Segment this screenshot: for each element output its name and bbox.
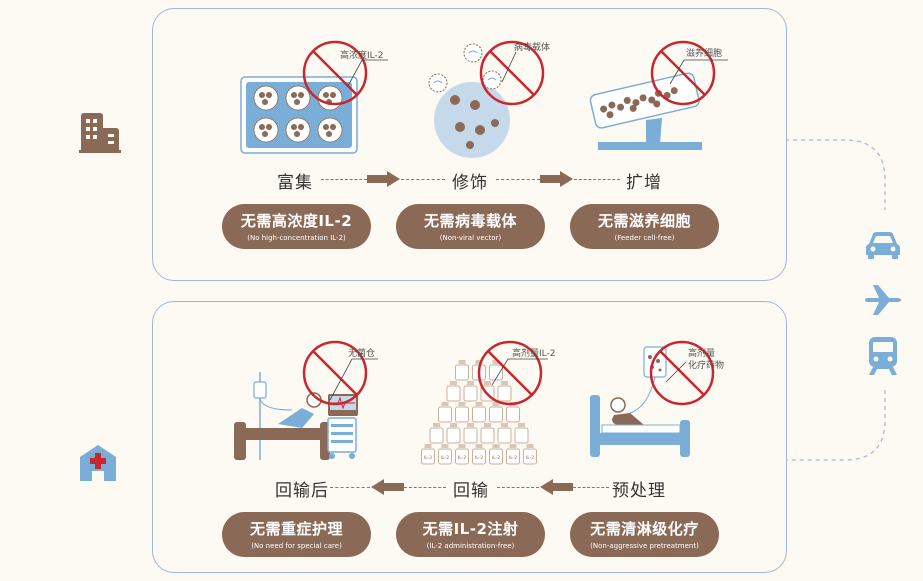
feature-pill: 无需重症护理 (No need for special care) [222,512,371,557]
vial-icon [463,381,478,402]
callout-label: 高剂量 化疗药物 [688,348,724,372]
callout-label: 病毒载体 [514,43,551,53]
vial-icon: IL-2 [506,444,520,465]
vial-icon [472,402,486,423]
flow-connector [496,179,540,180]
pill-subtitle: (Feeder cell-free) [614,234,675,242]
vial-icon [463,423,478,444]
vial-icon: IL-2 [523,444,537,465]
vial-icon: IL-2 [438,444,452,465]
feature-pill: 无需清淋级化疗 (Non-aggressive pretreatment) [570,512,719,557]
feature-pill: 无需病毒载体 (Non-viral vector) [396,204,545,249]
train-icon [869,337,897,375]
callout-leader [669,59,728,85]
feature-pill: 无需IL-2注射 (IL-2 administration-free) [396,512,545,557]
callout-leader [347,59,388,87]
step-label: 修饰 [452,173,488,193]
prohibited-icon [302,40,368,106]
arrow-right-icon [540,171,573,187]
vial-label: IL-2 [526,455,534,461]
vial-icon [497,381,512,402]
pill-subtitle: (No high-concentration IL-2) [247,234,346,242]
pretreatment-bed-illustration [590,346,690,457]
callout-leader [501,51,517,83]
callout-line-2: 化疗药物 [688,361,725,371]
pill-title: 无需滋养细胞 [597,212,691,230]
vial-icon: IL-2 [421,444,435,465]
vial-icon [455,402,469,423]
car-icon [866,232,900,259]
flow-connector [401,179,445,180]
vial-icon [489,360,503,381]
culture-plate-illustration [240,76,358,154]
vial-icon: IL-2 [455,444,469,465]
airplane-icon [865,285,901,315]
callout-leader [665,361,687,383]
vial-icon [455,360,469,381]
arrow-left-icon [540,479,573,495]
arrow-right-icon [367,171,400,187]
pill-subtitle: (No need for special care) [251,542,342,550]
prohibited-icon [477,340,543,406]
feature-pill: 无需滋养细胞 (Feeder cell-free) [570,204,719,249]
pill-subtitle: (Non-aggressive pretreatment) [590,542,699,550]
pill-title: 无需重症护理 [249,520,343,538]
vial-label: IL-2 [458,455,466,461]
prohibited-icon [302,340,368,406]
pill-title: 无需IL-2注射 [422,520,519,538]
vial-label: IL-2 [509,455,517,461]
building-icon [79,113,121,153]
flow-connector [321,179,367,180]
vial-label: IL-2 [492,455,500,461]
transport-connector [785,139,886,461]
callout-leader [491,358,548,386]
pill-subtitle: (Non-viral vector) [439,234,502,242]
il2-vials-illustration: IL-2 IL-2 IL-2 IL-2 IL-2 IL-2 IL-2 [421,360,537,465]
callout-label: 高剂量IL-2 [512,349,556,359]
flow-connector [497,487,539,488]
vial-icon [429,423,444,444]
callout-label: 高浓度IL-2 [340,51,384,61]
vial-icon [446,423,461,444]
vial-label: IL-2 [424,455,432,461]
step-label: 预处理 [612,481,666,501]
vial-icon [497,423,512,444]
step-label: 扩增 [626,173,662,193]
prohibited-icon [479,40,545,106]
callout-leader [329,358,378,401]
flow-connector [574,179,620,180]
flow-connector [573,487,609,488]
vial-icon [446,381,461,402]
vial-label: IL-2 [441,455,449,461]
step-label: 回输后 [275,481,329,501]
vial-icon [438,402,452,423]
feature-pill: 无需高浓度IL-2 (No high-concentration IL-2) [222,204,371,249]
pill-title: 无需高浓度IL-2 [240,212,353,230]
vial-icon [514,423,529,444]
callout-label: 无菌仓 [348,349,376,359]
pill-subtitle: (IL-2 administration-free) [426,542,515,550]
callout-line-1: 高剂量 [688,349,716,359]
step-label: 富集 [277,173,313,193]
callout-label: 滋养细胞 [686,49,723,59]
viral-vector-illustration [428,43,510,158]
flow-connector [330,487,370,488]
arrow-left-icon [371,479,404,495]
vial-icon [489,402,503,423]
vial-label: IL-2 [475,455,483,461]
prohibited-icon [649,340,715,406]
vial-icon [480,423,495,444]
prohibited-icon [650,40,716,106]
pill-title: 无需清淋级化疗 [590,520,699,538]
vial-icon: IL-2 [489,444,503,465]
flow-connector [404,487,446,488]
hospital-icon [80,445,116,481]
pill-title: 无需病毒载体 [423,212,517,230]
step-label: 回输 [453,481,489,501]
vial-icon: IL-2 [472,444,486,465]
